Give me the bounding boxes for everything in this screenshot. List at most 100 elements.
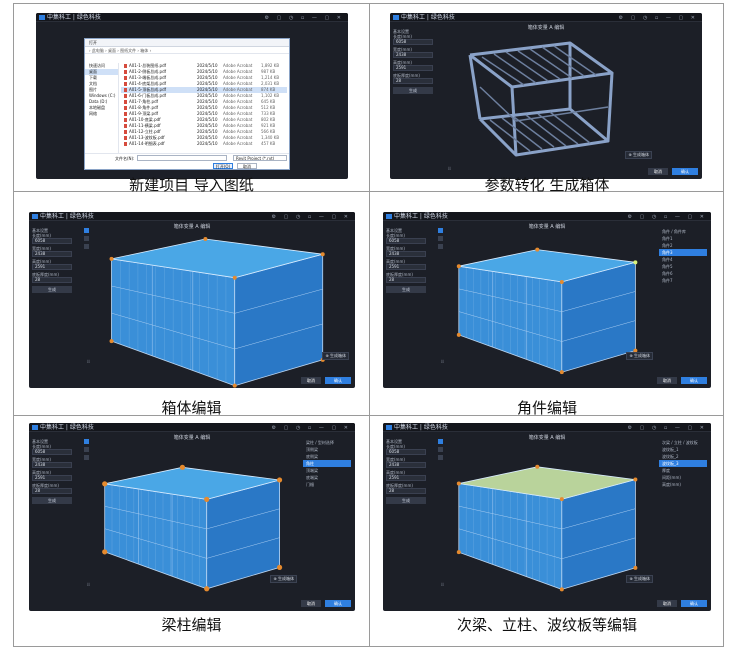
panel-item[interactable]: 波纹板_2 <box>662 454 679 459</box>
window-controls[interactable]: ⚙ ▢ ◷ ▫ — ▢ ✕ <box>271 214 351 220</box>
confirm-button[interactable]: 确认 <box>681 600 707 607</box>
window-controls[interactable]: ⚙ ▢ ◷ ▫ — ▢ ✕ <box>627 425 707 431</box>
corner-fitting[interactable] <box>102 549 108 555</box>
panel-item[interactable]: 厚度 <box>662 468 670 473</box>
panel-item[interactable]: 角件4 <box>662 257 673 262</box>
filename-input[interactable] <box>137 155 227 161</box>
panel-item[interactable]: 角件6 <box>662 271 673 276</box>
open-button[interactable]: 打开(O) <box>213 163 233 169</box>
corner-fitting[interactable] <box>320 252 325 257</box>
panel-item[interactable]: 顶端梁 <box>306 468 318 473</box>
field-input[interactable]: 2438 <box>32 462 72 468</box>
tool-icon[interactable] <box>84 447 89 452</box>
generate-button[interactable]: 生成 <box>32 497 72 504</box>
field-input[interactable]: 6058 <box>32 449 72 455</box>
field-input[interactable]: 6058 <box>386 449 426 455</box>
corner-fitting[interactable] <box>535 247 540 252</box>
generate-box-button[interactable]: ⊕ 生成箱体 <box>625 151 652 159</box>
confirm-button[interactable]: 确认 <box>681 377 707 384</box>
field-input[interactable]: 6058 <box>393 39 433 45</box>
corner-fitting[interactable] <box>276 564 283 570</box>
filetype-select[interactable]: Revit Project (*.rvt) <box>233 155 287 161</box>
cancel-button[interactable]: 取消 <box>237 163 257 169</box>
window-controls[interactable]: ⚙ ▢ ◷ ▫ — ▢ ✕ <box>627 214 707 220</box>
field-input[interactable]: 2591 <box>386 264 426 270</box>
corner-fitting[interactable] <box>456 550 461 555</box>
nav-item[interactable]: 文档 <box>89 81 97 86</box>
corner-fitting[interactable] <box>232 383 237 388</box>
window-controls[interactable]: ⚙ ▢ ◷ ▫ — ▢ ✕ <box>271 425 351 431</box>
corner-fitting[interactable] <box>203 236 208 241</box>
cancel-button[interactable]: 取消 <box>301 377 321 384</box>
generate-button[interactable]: 生成 <box>386 497 426 504</box>
path-bar[interactable]: › 此电脑 › 桌面 › 图纸文件 › 箱体 › <box>85 47 289 54</box>
cancel-button[interactable]: 取消 <box>657 377 677 384</box>
corner-fitting[interactable] <box>204 496 210 502</box>
field-input[interactable]: 2438 <box>386 251 426 257</box>
field-input[interactable]: 6058 <box>32 238 72 244</box>
panel-item[interactable]: 顶侧梁 <box>306 447 318 452</box>
corner-fitting[interactable] <box>109 256 114 261</box>
panel-item[interactable]: 波纹板_1 <box>662 447 679 452</box>
cancel-button[interactable]: 取消 <box>301 600 321 607</box>
field-input[interactable]: 2438 <box>393 52 433 58</box>
corner-fitting[interactable] <box>559 370 564 375</box>
field-input[interactable]: 2591 <box>32 264 72 270</box>
generate-box-button[interactable]: ⊕ 生成箱体 <box>626 575 653 583</box>
grid-icon[interactable]: ⠿ <box>441 582 444 587</box>
field-input[interactable]: 2438 <box>386 462 426 468</box>
tool-icon[interactable] <box>84 236 89 241</box>
corner-fitting[interactable] <box>456 264 461 269</box>
field-input[interactable]: 2591 <box>386 475 426 481</box>
grid-icon[interactable]: ⠿ <box>448 166 451 171</box>
cancel-button[interactable]: 取消 <box>648 168 668 175</box>
corner-fitting[interactable] <box>109 339 114 344</box>
corner-fitting[interactable] <box>559 587 564 592</box>
generate-button[interactable]: 生成 <box>32 286 72 293</box>
corner-fitting[interactable] <box>633 260 638 265</box>
field-input[interactable]: 28 <box>32 488 72 494</box>
corner-fitting[interactable] <box>535 464 540 469</box>
tool-icon[interactable] <box>438 228 443 233</box>
tool-icon[interactable] <box>438 439 443 444</box>
corner-fitting[interactable] <box>559 497 564 502</box>
grid-icon[interactable]: ⠿ <box>441 359 444 364</box>
corner-fitting[interactable] <box>232 275 237 280</box>
nav-item[interactable]: Windows (C:) <box>89 93 116 98</box>
nav-item[interactable]: 本地磁盘 <box>89 105 105 110</box>
grid-icon[interactable]: ⠿ <box>87 582 90 587</box>
panel-item[interactable]: 角件7 <box>662 278 673 283</box>
window-controls[interactable]: ⚙ ▢ ◷ ▫ — ▢ ✕ <box>264 15 344 21</box>
generate-button[interactable]: 生成 <box>386 286 426 293</box>
panel-item[interactable]: 底端梁 <box>306 475 318 480</box>
panel-item[interactable]: 间距(mm) <box>662 475 681 480</box>
panel-item[interactable]: 门楣 <box>306 482 314 487</box>
confirm-button[interactable]: 确认 <box>672 168 698 175</box>
corner-fitting[interactable] <box>204 586 210 592</box>
panel-item[interactable]: 角件5 <box>662 264 673 269</box>
panel-item[interactable]: 波纹板_3 <box>659 460 707 467</box>
generate-box-button[interactable]: ⊕ 生成箱体 <box>270 575 297 583</box>
confirm-button[interactable]: 确认 <box>325 377 351 384</box>
panel-item[interactable]: 角柱 <box>303 460 351 467</box>
tool-icon[interactable] <box>438 236 443 241</box>
nav-item[interactable]: Data (D:) <box>89 99 108 104</box>
tool-icon[interactable] <box>438 455 443 460</box>
field-input[interactable]: 6058 <box>386 238 426 244</box>
field-input[interactable]: 2438 <box>32 251 72 257</box>
tool-icon[interactable] <box>438 447 443 452</box>
generate-box-button[interactable]: ⊕ 生成箱体 <box>626 352 653 360</box>
